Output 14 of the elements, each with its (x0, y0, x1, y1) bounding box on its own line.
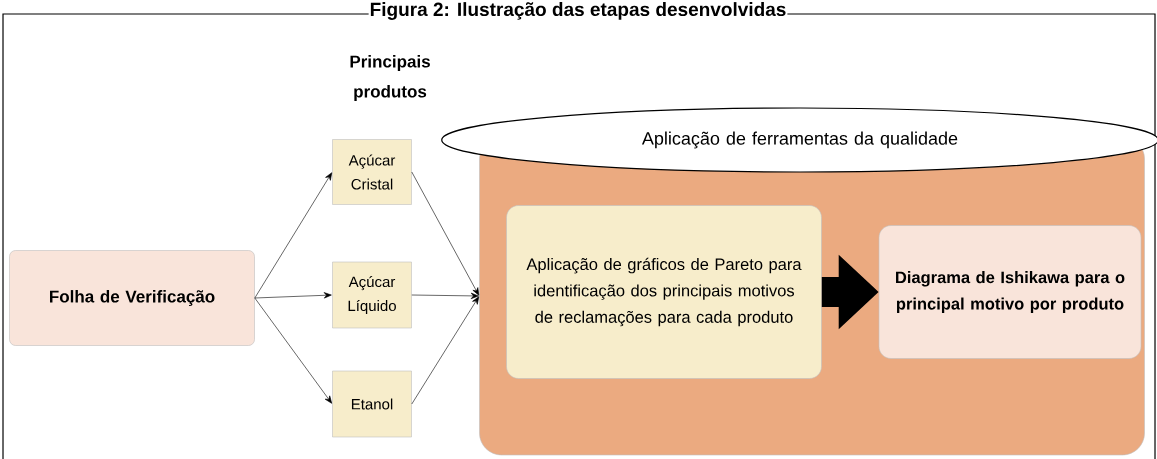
title: Figura 2: Ilustração das etapas desenvolvidas (368, 1, 788, 21)
arrow (254, 172, 333, 299)
column-heading: Principais produtos (350, 55, 430, 101)
arrow (411, 296, 480, 405)
process-box: Diagrama de Ishikawa para o principal motivo por produto (878, 225, 1142, 359)
product-box: Etanol (332, 370, 412, 438)
process-box: Aplicação de gráficos de Pareto para identificação dos principais motivos de reclamações para cada produto (506, 205, 822, 379)
process-box: Folha de Verificação (9, 250, 255, 346)
product-box: Açúcar Líquido (332, 261, 412, 329)
product-box: Açúcar Cristal (332, 139, 412, 205)
arrow (411, 292, 479, 299)
arrow (411, 171, 480, 296)
arrow (254, 297, 333, 404)
arrow (254, 292, 332, 299)
